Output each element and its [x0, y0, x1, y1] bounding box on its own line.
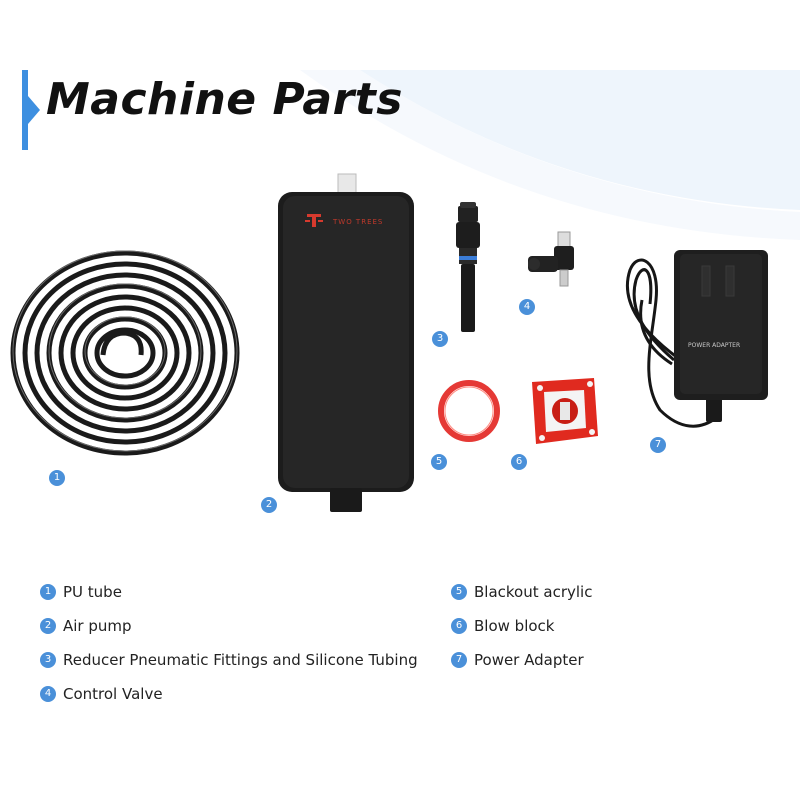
legend-number: 1: [40, 584, 56, 600]
control-valve: [528, 231, 574, 287]
legend-item-blackout-acrylic: 5 Blackout acrylic: [451, 575, 592, 609]
badge-3: 3: [432, 331, 448, 347]
blackout-acrylic-ring: [438, 380, 500, 442]
badge-2: 2: [261, 497, 277, 513]
legend-label: Power Adapter: [474, 651, 584, 669]
legend-number: 7: [451, 652, 467, 668]
legend-label: PU tube: [63, 583, 122, 601]
legend-label: Blackout acrylic: [474, 583, 593, 601]
title-accent-bar: [22, 70, 28, 150]
legend-label: Reducer Pneumatic Fittings and Silicone …: [63, 651, 418, 669]
legend-item-blow-block: 6 Blow block: [451, 609, 592, 643]
legend-number: 6: [451, 618, 467, 634]
legend-number: 3: [40, 652, 56, 668]
legend-item-air-pump: 2 Air pump: [40, 609, 418, 643]
blow-block: [532, 378, 598, 444]
legend-number: 4: [40, 686, 56, 702]
legend-label: Air pump: [63, 617, 132, 635]
adapter-label: POWER ADAPTER: [688, 342, 741, 349]
power-adapter: [625, 250, 768, 428]
legend-number: 5: [451, 584, 467, 600]
legend-label: Blow block: [474, 617, 555, 635]
legend-left: 1 PU tube 2 Air pump 3 Reducer Pneumatic…: [40, 575, 418, 711]
legend-item-reducer-fittings: 3 Reducer Pneumatic Fittings and Silicon…: [40, 643, 418, 677]
legend-label: Control Valve: [63, 685, 163, 703]
pump-brand-label: TWO TREES: [333, 218, 384, 226]
badge-5: 5: [431, 454, 447, 470]
badge-6: 6: [511, 454, 527, 470]
air-pump: [278, 173, 414, 512]
legend-item-power-adapter: 7 Power Adapter: [451, 643, 592, 677]
legend-number: 2: [40, 618, 56, 634]
reducer-fitting: [456, 202, 480, 332]
legend-item-control-valve: 4 Control Valve: [40, 677, 418, 711]
title-arrow-icon: [28, 96, 40, 124]
badge-1: 1: [49, 470, 65, 486]
page-title: Machine Parts: [46, 74, 403, 125]
badge-4: 4: [519, 299, 535, 315]
badge-7: 7: [650, 437, 666, 453]
legend-item-pu-tube: 1 PU tube: [40, 575, 418, 609]
legend-right: 5 Blackout acrylic 6 Blow block 7 Power …: [451, 575, 592, 677]
pu-tube-coil: [10, 250, 240, 456]
